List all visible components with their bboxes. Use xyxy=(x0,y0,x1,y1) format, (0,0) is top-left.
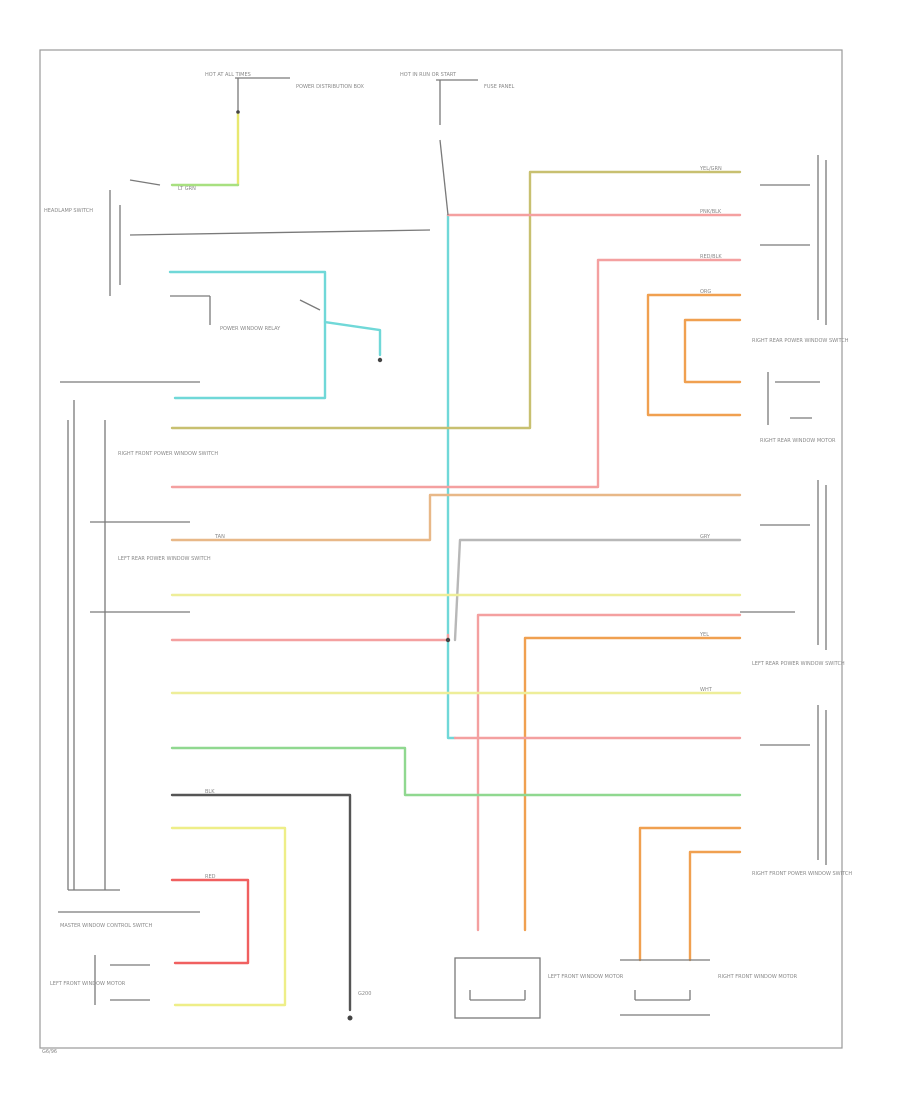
rf-window-motor xyxy=(620,959,710,1016)
rr-window-switch xyxy=(760,155,827,325)
label-rr-motor: RIGHT REAR WINDOW MOTOR xyxy=(760,438,836,444)
wire-green-rf xyxy=(170,746,742,797)
label-rf-motor: RIGHT FRONT WINDOW MOTOR xyxy=(718,974,798,980)
label-fuse-note: POWER DISTRIBUTION BOX xyxy=(296,84,364,90)
lf-switch-motor xyxy=(94,955,150,1005)
wire-tan-lr xyxy=(170,493,742,542)
wire-label-gry: GRY xyxy=(700,534,711,540)
wire-label-tan: TAN xyxy=(214,534,225,540)
master-switch-body xyxy=(58,400,200,913)
wire-cyan-relay-2 xyxy=(173,320,327,400)
label-rr-switch: RIGHT REAR POWER WINDOW SWITCH xyxy=(752,338,849,344)
label-lf-switch-motor: LEFT FRONT WINDOW MOTOR xyxy=(50,981,126,987)
wire-cyan-relay xyxy=(168,270,382,357)
label-rr-switch-group: RIGHT FRONT POWER WINDOW SWITCH xyxy=(118,451,218,457)
diagram-frame xyxy=(39,49,843,1049)
footer-code: G6/96 xyxy=(42,1049,57,1055)
wire-orange-rf xyxy=(638,826,742,962)
label-rf-switch: RIGHT FRONT POWER WINDOW SWITCH xyxy=(752,871,852,877)
wire-orange-rr xyxy=(646,293,742,417)
wire-label-blk: BLK xyxy=(205,789,215,795)
fuse-ignition xyxy=(436,79,478,216)
wire-label-wht: WHT xyxy=(700,687,713,693)
label-lr-switch-group: LEFT REAR POWER WINDOW SWITCH xyxy=(118,556,211,562)
lf-window-motor xyxy=(454,957,541,1019)
fuse-battery xyxy=(235,77,290,112)
wire-label-yelgrn: YEL/GRN xyxy=(699,166,722,172)
wire-pink-mid xyxy=(170,633,450,642)
wire-gray xyxy=(453,538,742,642)
headlamp-switch xyxy=(109,179,431,296)
wire-red-lf xyxy=(476,613,742,932)
wire-cyan-ignition xyxy=(446,213,457,740)
rr-window-motor xyxy=(767,372,820,425)
label-master-switch: MASTER WINDOW CONTROL SWITCH xyxy=(60,923,153,929)
wire-dkyel-top xyxy=(170,170,742,430)
label-ground: G200 xyxy=(358,991,371,997)
power-window-relay xyxy=(60,295,321,383)
label-headlamp-switch: HEADLAMP SWITCH xyxy=(44,208,93,214)
label-battery-fuse: HOT AT ALL TIMES xyxy=(205,72,251,78)
wire-orange-rf-2 xyxy=(688,850,742,962)
wire-yellow-master xyxy=(170,826,287,1007)
wire-label-pnkblk: PNK/BLK xyxy=(700,209,722,215)
wire-red-master xyxy=(170,878,250,965)
wire-label-yel: YEL xyxy=(699,632,709,638)
wire-orange-rr-2 xyxy=(683,318,742,384)
wire-black-ground xyxy=(170,793,352,1012)
ground-symbol xyxy=(347,1015,353,1021)
rf-window-switch xyxy=(760,705,827,865)
label-relay: POWER WINDOW RELAY xyxy=(220,326,281,332)
wire-orange-lf xyxy=(523,636,742,932)
junction-dots xyxy=(236,110,451,643)
label-lf-motor: LEFT FRONT WINDOW MOTOR xyxy=(548,974,624,980)
wire-label-org: ORG xyxy=(700,289,711,295)
label-ignition-fuse: HOT IN RUN OR START xyxy=(400,72,457,78)
lr-window-switch xyxy=(740,480,827,650)
wire-label-red: RED xyxy=(205,874,216,880)
label-lr-switch: LEFT REAR POWER WINDOW SWITCH xyxy=(752,661,845,667)
wire-label-ltgrn: LT GRN xyxy=(178,186,196,192)
wire-pink-2 xyxy=(170,258,742,489)
wire-label-redblk: RED/BLK xyxy=(700,254,722,260)
label-ignition-note: FUSE PANEL xyxy=(484,84,514,90)
